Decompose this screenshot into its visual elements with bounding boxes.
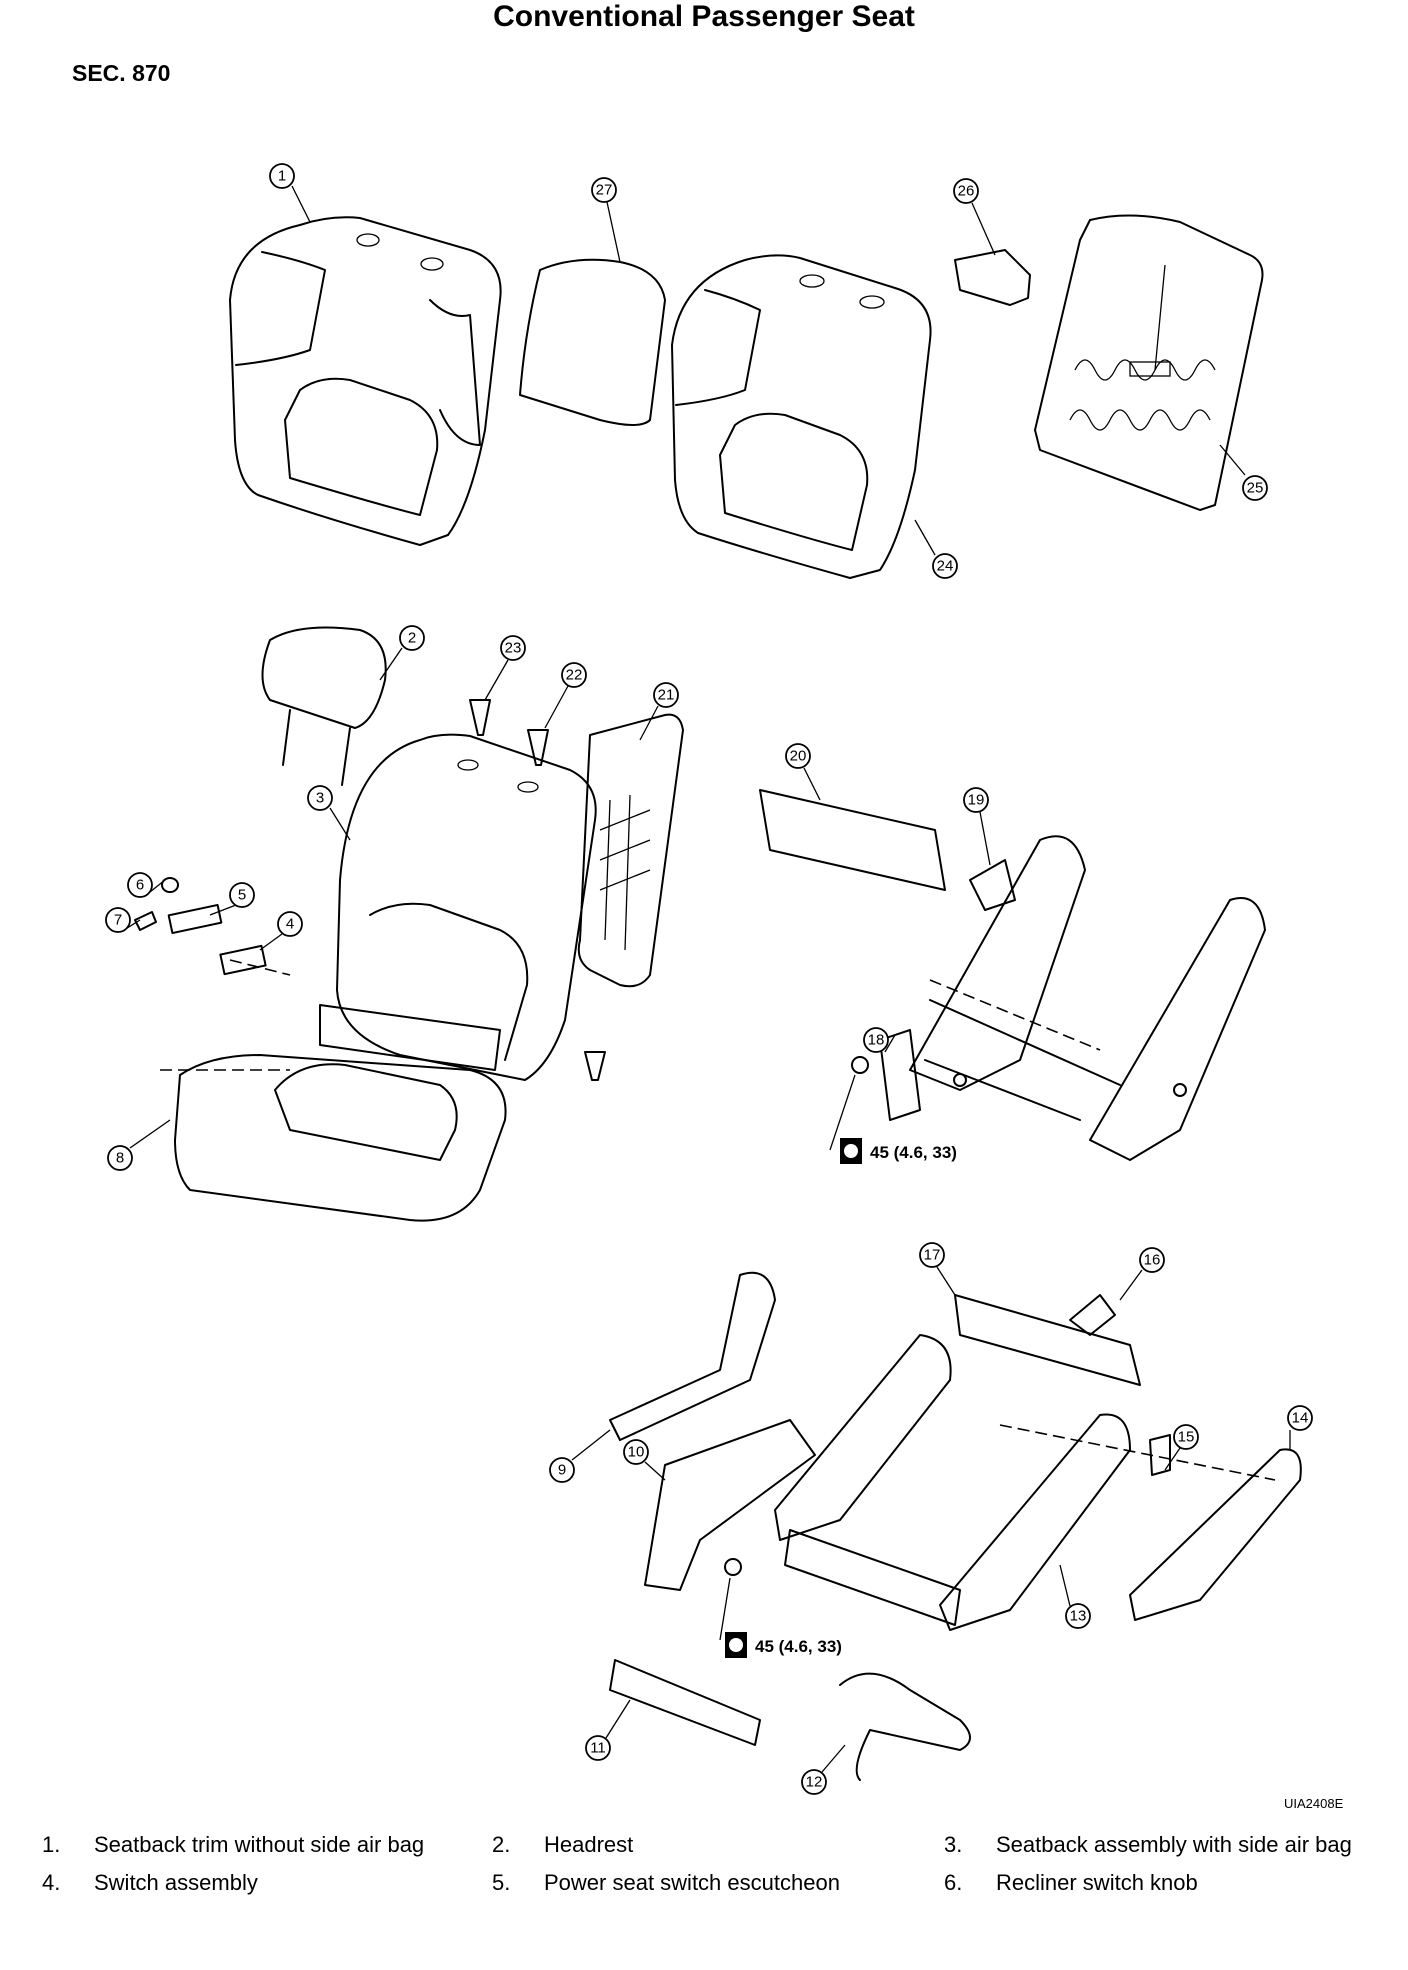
callout-5: 5 [209,882,255,916]
callout-14: 14 [1287,1405,1313,1450]
figure-code: UIA2408E [1284,1796,1344,1811]
page-title: Conventional Passenger Seat [493,0,915,33]
callout-12: 12 [801,1744,846,1795]
bracket-part [954,249,1031,306]
svg-text:26: 26 [958,183,975,200]
torque-spec-upper: 45 (4.6, 33) [870,1143,957,1162]
callout-21: 21 [639,682,679,741]
svg-text:10: 10 [628,1444,645,1461]
callout-23: 23 [484,635,526,701]
svg-text:2: 2 [408,630,416,647]
callout-24: 24 [914,519,958,579]
svg-text:24: 24 [937,558,954,575]
callout-15: 15 [1164,1424,1199,1471]
svg-text:23: 23 [505,640,522,657]
svg-text:4: 4 [286,916,294,933]
svg-text:16: 16 [1144,1252,1161,1269]
callout-1: 1 [269,163,311,223]
clip-part [469,699,491,736]
svg-text:6: 6 [136,877,144,894]
svg-text:25: 25 [1247,480,1264,497]
seatback-frame-part [1034,214,1264,511]
seat-cushion-part [160,1004,507,1222]
back-panel-part [577,713,684,988]
headrest-part [261,626,387,786]
torque-spec-lower: 45 (4.6, 33) [755,1637,842,1656]
svg-text:5: 5 [238,887,246,904]
seat-frame-assembly-lower [609,1271,1302,1781]
svg-text:20: 20 [790,748,807,765]
svg-text:21: 21 [658,687,675,704]
seatback-trim-part [229,216,502,546]
svg-text:22: 22 [566,667,583,684]
svg-text:17: 17 [924,1247,941,1264]
exploded-parts-diagram: 45 (4.6, 33) 45 (4.6, 33) 1 2 3 4 5 6 7 … [105,163,1313,1795]
svg-text:18: 18 [868,1032,885,1049]
switch-parts-group [134,877,291,976]
callout-20: 20 [785,743,821,801]
svg-text:14: 14 [1292,1410,1309,1427]
seatback-trim-alt-part [671,254,932,579]
svg-text:19: 19 [968,792,985,809]
svg-text:27: 27 [596,182,613,199]
svg-text:11: 11 [590,1740,606,1757]
svg-text:9: 9 [558,1462,566,1479]
svg-text:3: 3 [316,790,324,807]
torque-icon-lower [725,1632,747,1658]
callout-27: 27 [591,177,621,263]
callout-4: 4 [259,911,303,951]
svg-text:1: 1 [278,168,286,185]
svg-text:8: 8 [116,1150,124,1167]
callout-22: 22 [544,662,587,729]
callout-17: 17 [919,1242,956,1296]
clip-part [584,1051,606,1081]
callout-9: 9 [549,1429,611,1483]
svg-text:15: 15 [1178,1429,1195,1446]
callout-16: 16 [1119,1247,1165,1301]
seatback-pad-part [519,258,666,426]
callout-26: 26 [953,178,996,256]
callout-6: 6 [127,872,166,898]
callout-13: 13 [1059,1564,1091,1629]
callout-3: 3 [307,785,351,841]
callout-11: 11 [585,1699,631,1761]
svg-text:13: 13 [1070,1608,1087,1625]
callout-19: 19 [963,787,991,866]
callout-8: 8 [107,1119,171,1171]
torque-icon-upper [840,1138,862,1164]
section-label: SEC. 870 [72,60,171,86]
callout-2: 2 [379,625,425,681]
svg-text:12: 12 [806,1774,823,1791]
callout-25: 25 [1219,444,1268,501]
svg-text:7: 7 [114,912,122,929]
callout-7: 7 [105,907,141,933]
clip-part [527,729,549,766]
callout-10: 10 [623,1439,666,1481]
seatback-assembly-part [336,733,597,1081]
callout-18: 18 [863,1027,896,1053]
seat-frame-assembly-upper [759,789,1266,1161]
